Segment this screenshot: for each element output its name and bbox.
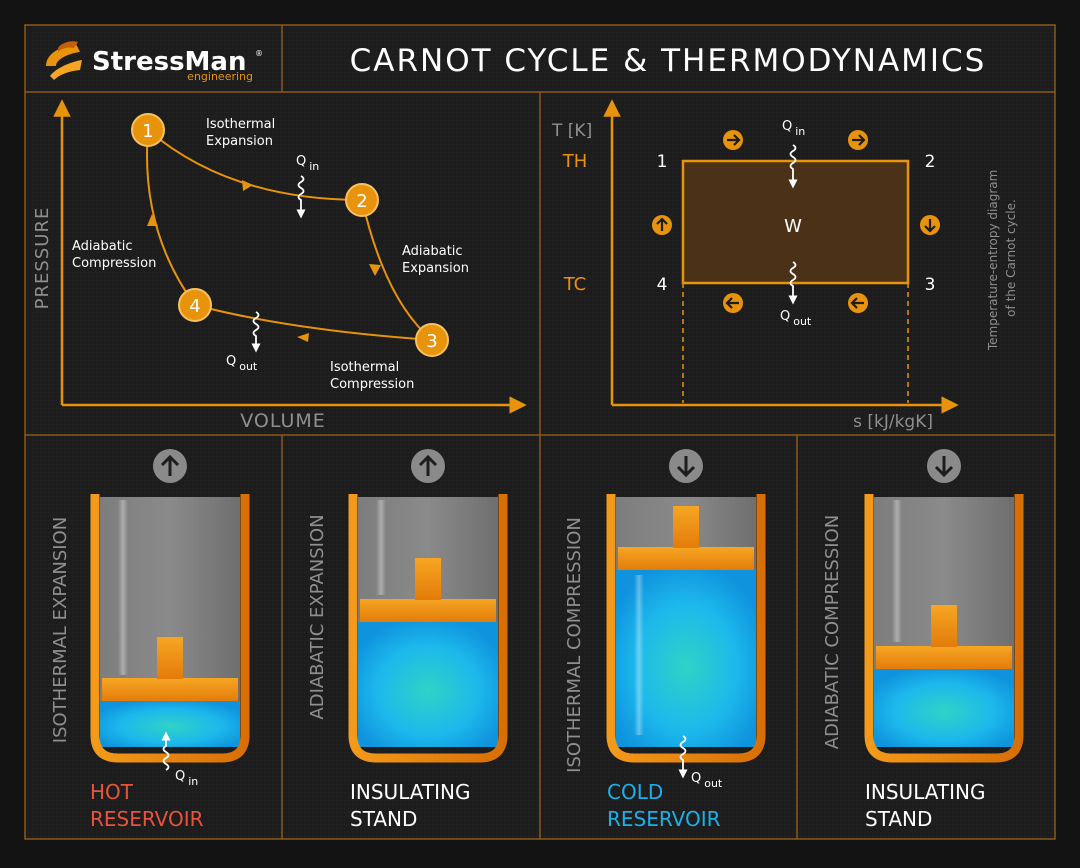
- brand-name: StressMan: [92, 47, 247, 77]
- ts-caption: Temperature-entropy diagram of the Carno…: [986, 166, 1018, 351]
- arrow-up-icon: [153, 449, 187, 483]
- stage-4-reservoir: INSULATING STAND: [865, 780, 992, 831]
- ts-work-label: W: [784, 216, 802, 237]
- piston-head: [876, 646, 1012, 669]
- stage-adiabatic-compression: ADIABATIC COMPRESSION INSULATING STAND: [822, 449, 1024, 831]
- ts-corner-3: 3: [925, 275, 936, 295]
- heat-wave-icon: [161, 731, 171, 771]
- svg-text:Qin: Qin: [175, 769, 198, 788]
- svg-text:3: 3: [426, 331, 437, 352]
- cylinder: [864, 494, 1024, 763]
- heat-wave-icon: [296, 175, 306, 219]
- arrow-up-icon: [652, 215, 672, 235]
- pv-curve-3-4: [194, 304, 433, 341]
- cylinder-wall: [606, 494, 766, 763]
- arrow-down-icon: [927, 449, 961, 483]
- brand-subtitle: engineering: [187, 70, 253, 83]
- pv-label-isothermal-compression: Isothermal Compression: [330, 360, 414, 392]
- pv-flow-arrow-1-2: [242, 180, 253, 191]
- cylinder: [348, 494, 508, 763]
- pv-flow-arrow-3-4: [297, 333, 309, 342]
- arrow-right-icon: [848, 130, 868, 150]
- stressman-logo-icon: [46, 41, 82, 80]
- pv-flow-arrow-2-3: [369, 264, 381, 276]
- cylinder-wall: [864, 494, 1024, 763]
- pv-point-2: 2: [345, 183, 379, 217]
- pv-point-1: 1: [131, 113, 165, 147]
- working-fluid: [874, 669, 1014, 747]
- cylinder: [606, 494, 766, 763]
- stage-2-title: ADIABATIC EXPANSION: [307, 514, 328, 719]
- arrow-up-icon: [411, 449, 445, 483]
- arrow-right-icon: [723, 130, 743, 150]
- piston-rod: [931, 605, 957, 647]
- piston-rod: [673, 506, 699, 548]
- pv-diagram: PRESSURE VOLUME 1 2 3 4 Isothermal Expan…: [32, 99, 527, 432]
- svg-text:Qin: Qin: [782, 119, 805, 138]
- pv-point-4: 4: [178, 288, 212, 322]
- pv-point-3: 3: [415, 323, 449, 357]
- pv-label-isothermal-expansion: Isothermal Expansion: [206, 117, 279, 149]
- ts-y-axis-label: T [K]: [551, 121, 592, 141]
- ts-corner-1: 1: [657, 152, 668, 172]
- svg-text:4: 4: [189, 296, 200, 317]
- stage-4-title: ADIABATIC COMPRESSION: [822, 515, 843, 749]
- piston-rod: [415, 558, 441, 600]
- svg-text:2: 2: [356, 191, 367, 212]
- cylinder-wall: [90, 494, 250, 763]
- heat-wave-icon: [251, 311, 261, 353]
- heat-wave-icon: [788, 261, 798, 305]
- pv-flow-arrow-4-1: [147, 214, 158, 226]
- heat-wave-icon: [788, 144, 798, 189]
- stage-1-title: ISOTHERMAL EXPANSION: [50, 517, 71, 743]
- svg-text:Qin: Qin: [296, 154, 319, 173]
- piston-head: [618, 547, 754, 570]
- brand-registered: ®: [255, 49, 263, 58]
- arrow-left-icon: [723, 293, 743, 313]
- pv-x-axis-label: VOLUME: [240, 410, 326, 432]
- heat-wave-icon: [678, 735, 688, 779]
- cylinder: [90, 494, 250, 763]
- stage-adiabatic-expansion: ADIABATIC EXPANSION INSULATING STAND: [307, 449, 508, 831]
- ts-x-axis-label: s [kJ/kgK]: [853, 412, 933, 432]
- stage-2-reservoir: INSULATING STAND: [350, 780, 477, 831]
- stage-3-title: ISOTHERMAL COMPRESSION: [564, 517, 585, 773]
- ts-corner-4: 4: [657, 275, 668, 295]
- page-title: CARNOT CYCLE & THERMODYNAMICS: [350, 43, 987, 79]
- ts-corner-2: 2: [925, 152, 936, 172]
- pv-label-adiabatic-expansion: Adiabatic Expansion: [402, 244, 469, 276]
- ts-tc-label: TC: [563, 274, 587, 295]
- piston-head: [360, 599, 496, 622]
- arrow-left-icon: [848, 293, 868, 313]
- svg-text:1: 1: [142, 121, 153, 142]
- cylinder-wall: [348, 494, 508, 763]
- piston-head: [102, 678, 238, 701]
- working-fluid: [100, 701, 240, 747]
- working-fluid: [358, 622, 498, 747]
- piston-rod: [157, 637, 183, 679]
- arrow-down-icon: [920, 215, 940, 235]
- pv-y-axis-label: PRESSURE: [32, 207, 53, 310]
- stage-3-reservoir: COLD RESERVOIR: [607, 780, 721, 831]
- stage-1-reservoir: HOT RESERVOIR: [90, 780, 204, 831]
- logo: StressMan ® engineering: [46, 41, 263, 83]
- ts-th-label: TH: [562, 151, 588, 172]
- arrow-down-icon: [669, 449, 703, 483]
- pv-label-adiabatic-compression: Adiabatic Compression: [72, 239, 156, 271]
